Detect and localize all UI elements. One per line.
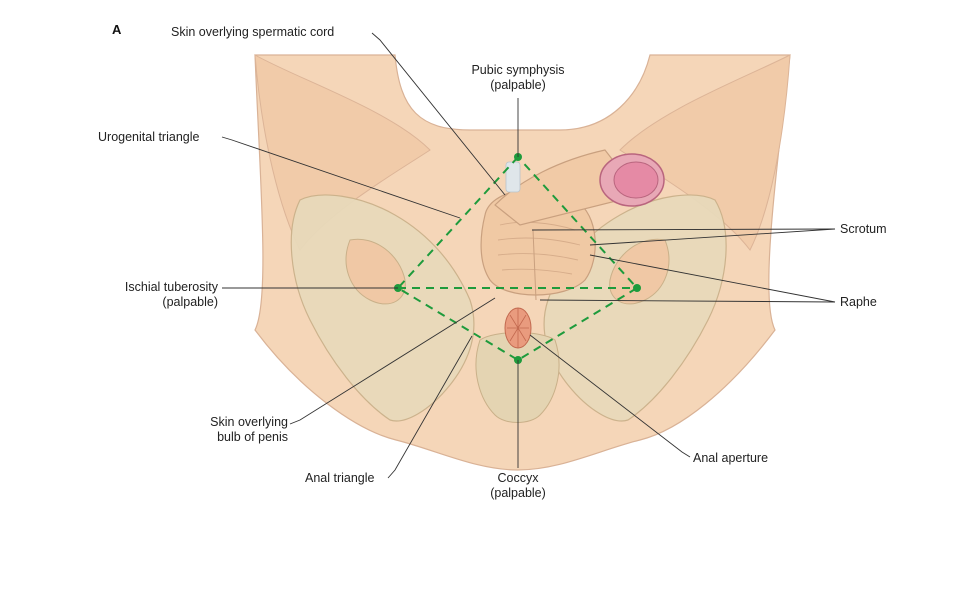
label-coccyx: Coccyx (palpable) [468, 471, 568, 501]
landmark-ischial-right [633, 284, 641, 292]
label-raphe: Raphe [840, 295, 877, 309]
label-pubic-symphysis-line2: (palpable) [490, 78, 546, 92]
anal-folds [507, 308, 529, 348]
label-ischial-line2: (palpable) [162, 295, 218, 309]
leader-anal-aperture [529, 334, 691, 458]
label-skin-bulb-line2: bulb of penis [217, 430, 288, 444]
panel-letter: A [112, 22, 122, 37]
left-hip-bone [290, 194, 475, 422]
label-skin-bulb-line1: Skin overlying [210, 415, 288, 429]
label-pubic-symphysis: Pubic symphysis (palpable) [448, 63, 588, 93]
label-skin-bulb: Skin overlying bulb of penis [150, 415, 288, 445]
label-pubic-symphysis-line1: Pubic symphysis [471, 63, 565, 77]
leader-scrotum-2 [589, 228, 836, 246]
label-urogenital-triangle: Urogenital triangle [98, 130, 200, 144]
label-ischial-line1: Ischial tuberosity [124, 280, 218, 294]
label-skin-spermatic-cord: Skin overlying spermatic cord [171, 25, 335, 39]
leader-urogenital [221, 136, 461, 219]
glans-inner [613, 161, 659, 199]
right-thigh [619, 54, 791, 251]
label-scrotum: Scrotum [840, 222, 887, 236]
spermatic-cord [505, 161, 521, 193]
leader-scrotum-1 [531, 228, 836, 231]
label-coccyx-line2: (palpable) [490, 486, 546, 500]
label-anal-aperture: Anal aperture [693, 451, 769, 465]
leader-raphe-1 [589, 254, 836, 303]
leader-anal-triangle [387, 335, 473, 479]
leader-bulb [289, 297, 496, 425]
label-coccyx-line1: Coccyx [497, 471, 539, 485]
sacrum [475, 332, 560, 423]
label-anal-triangle: Anal triangle [305, 471, 375, 485]
raphe-line [532, 229, 537, 301]
label-ischial-tuberosity: Ischial tuberosity (palpable) [60, 280, 218, 310]
leader-lines [221, 32, 836, 479]
leader-raphe-2 [539, 299, 836, 303]
perineal-triangles [396, 155, 639, 362]
leader-spermatic-cord [371, 32, 506, 196]
scrotum-wrinkles [497, 221, 581, 275]
